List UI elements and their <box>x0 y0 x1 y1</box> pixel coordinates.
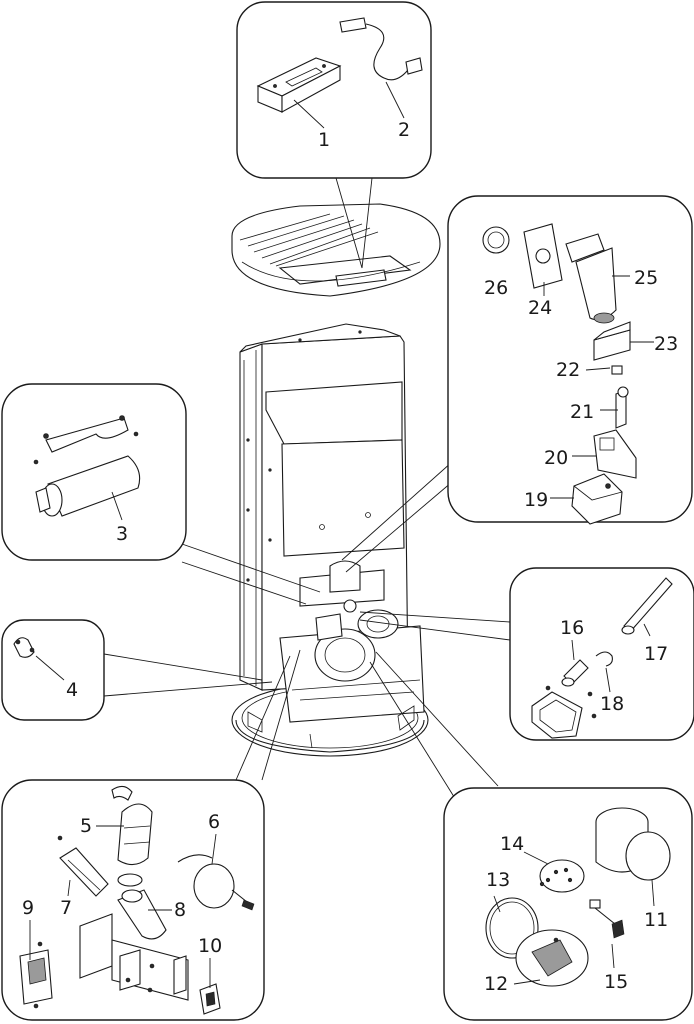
callout-8: 8 <box>174 899 186 921</box>
motor-bracket-part <box>593 429 637 479</box>
callout-15: 15 <box>604 971 628 993</box>
callout-21: 21 <box>570 401 594 423</box>
hose-part <box>111 785 153 866</box>
clip-part <box>13 637 35 658</box>
gear-motor-part <box>571 473 623 525</box>
detail-box-right-top <box>447 195 693 525</box>
retaining-clip-part <box>595 651 613 667</box>
gasket-ring-part <box>482 226 510 254</box>
detail-box-3 <box>1 383 187 561</box>
cartridge-part <box>561 659 589 687</box>
top-lid <box>231 203 441 297</box>
callout-11: 11 <box>644 909 668 931</box>
electronic-module-part <box>19 941 53 1009</box>
mounting-plate-part <box>79 913 189 1001</box>
shaft-part <box>615 386 629 429</box>
callout-23: 23 <box>654 333 678 355</box>
callout-labels: 1 2 3 4 5 6 7 8 9 10 11 12 13 14 15 16 1… <box>22 119 678 995</box>
small-bracket-part <box>593 321 631 361</box>
burner-housing-part <box>531 685 597 739</box>
cylinder-part <box>595 807 671 881</box>
callout-6: 6 <box>208 811 220 833</box>
sensor-disc-part <box>539 859 585 893</box>
cover-plate-part <box>523 223 563 289</box>
callout-13: 13 <box>486 869 510 891</box>
detail-box-top <box>236 1 432 179</box>
detail-box-bottom-left <box>1 779 265 1021</box>
gasket-part <box>485 897 539 959</box>
callout-17: 17 <box>644 643 668 665</box>
igniter-tube-part <box>35 455 141 517</box>
callout-2: 2 <box>398 119 410 141</box>
cable-part <box>339 17 423 81</box>
callout-16: 16 <box>560 617 584 639</box>
callout-19: 19 <box>524 489 548 511</box>
callout-25: 25 <box>634 267 658 289</box>
callout-26: 26 <box>484 277 508 299</box>
callout-12: 12 <box>484 973 508 995</box>
callout-22: 22 <box>556 359 580 381</box>
bracket-part <box>33 415 139 465</box>
callout-5: 5 <box>80 815 92 837</box>
callout-1: 1 <box>318 129 330 151</box>
callout-4: 4 <box>66 679 78 701</box>
pipe-tee-part <box>117 873 167 940</box>
stove-body <box>231 323 429 757</box>
sensor-cable-part <box>177 854 255 911</box>
callout-10: 10 <box>198 935 222 957</box>
callout-9: 9 <box>22 897 34 919</box>
zoom-leader-lines <box>103 177 511 801</box>
callout-14: 14 <box>500 833 524 855</box>
callout-24: 24 <box>528 297 552 319</box>
callout-18: 18 <box>600 693 624 715</box>
callout-3: 3 <box>116 523 128 545</box>
connector-part <box>199 983 221 1015</box>
feed-tube-part <box>565 233 617 324</box>
detail-box-right-middle <box>509 567 694 741</box>
callout-7: 7 <box>60 897 72 919</box>
detail-box-4 <box>1 619 105 721</box>
blower-part <box>515 929 589 987</box>
probe-part <box>621 577 673 635</box>
bushing-part <box>611 365 623 375</box>
callout-20: 20 <box>544 447 568 469</box>
small-sensor-part <box>589 899 625 939</box>
elbow-pipe-part <box>57 835 109 897</box>
detail-box-bottom-right <box>443 787 693 1021</box>
control-module-part <box>256 57 342 113</box>
